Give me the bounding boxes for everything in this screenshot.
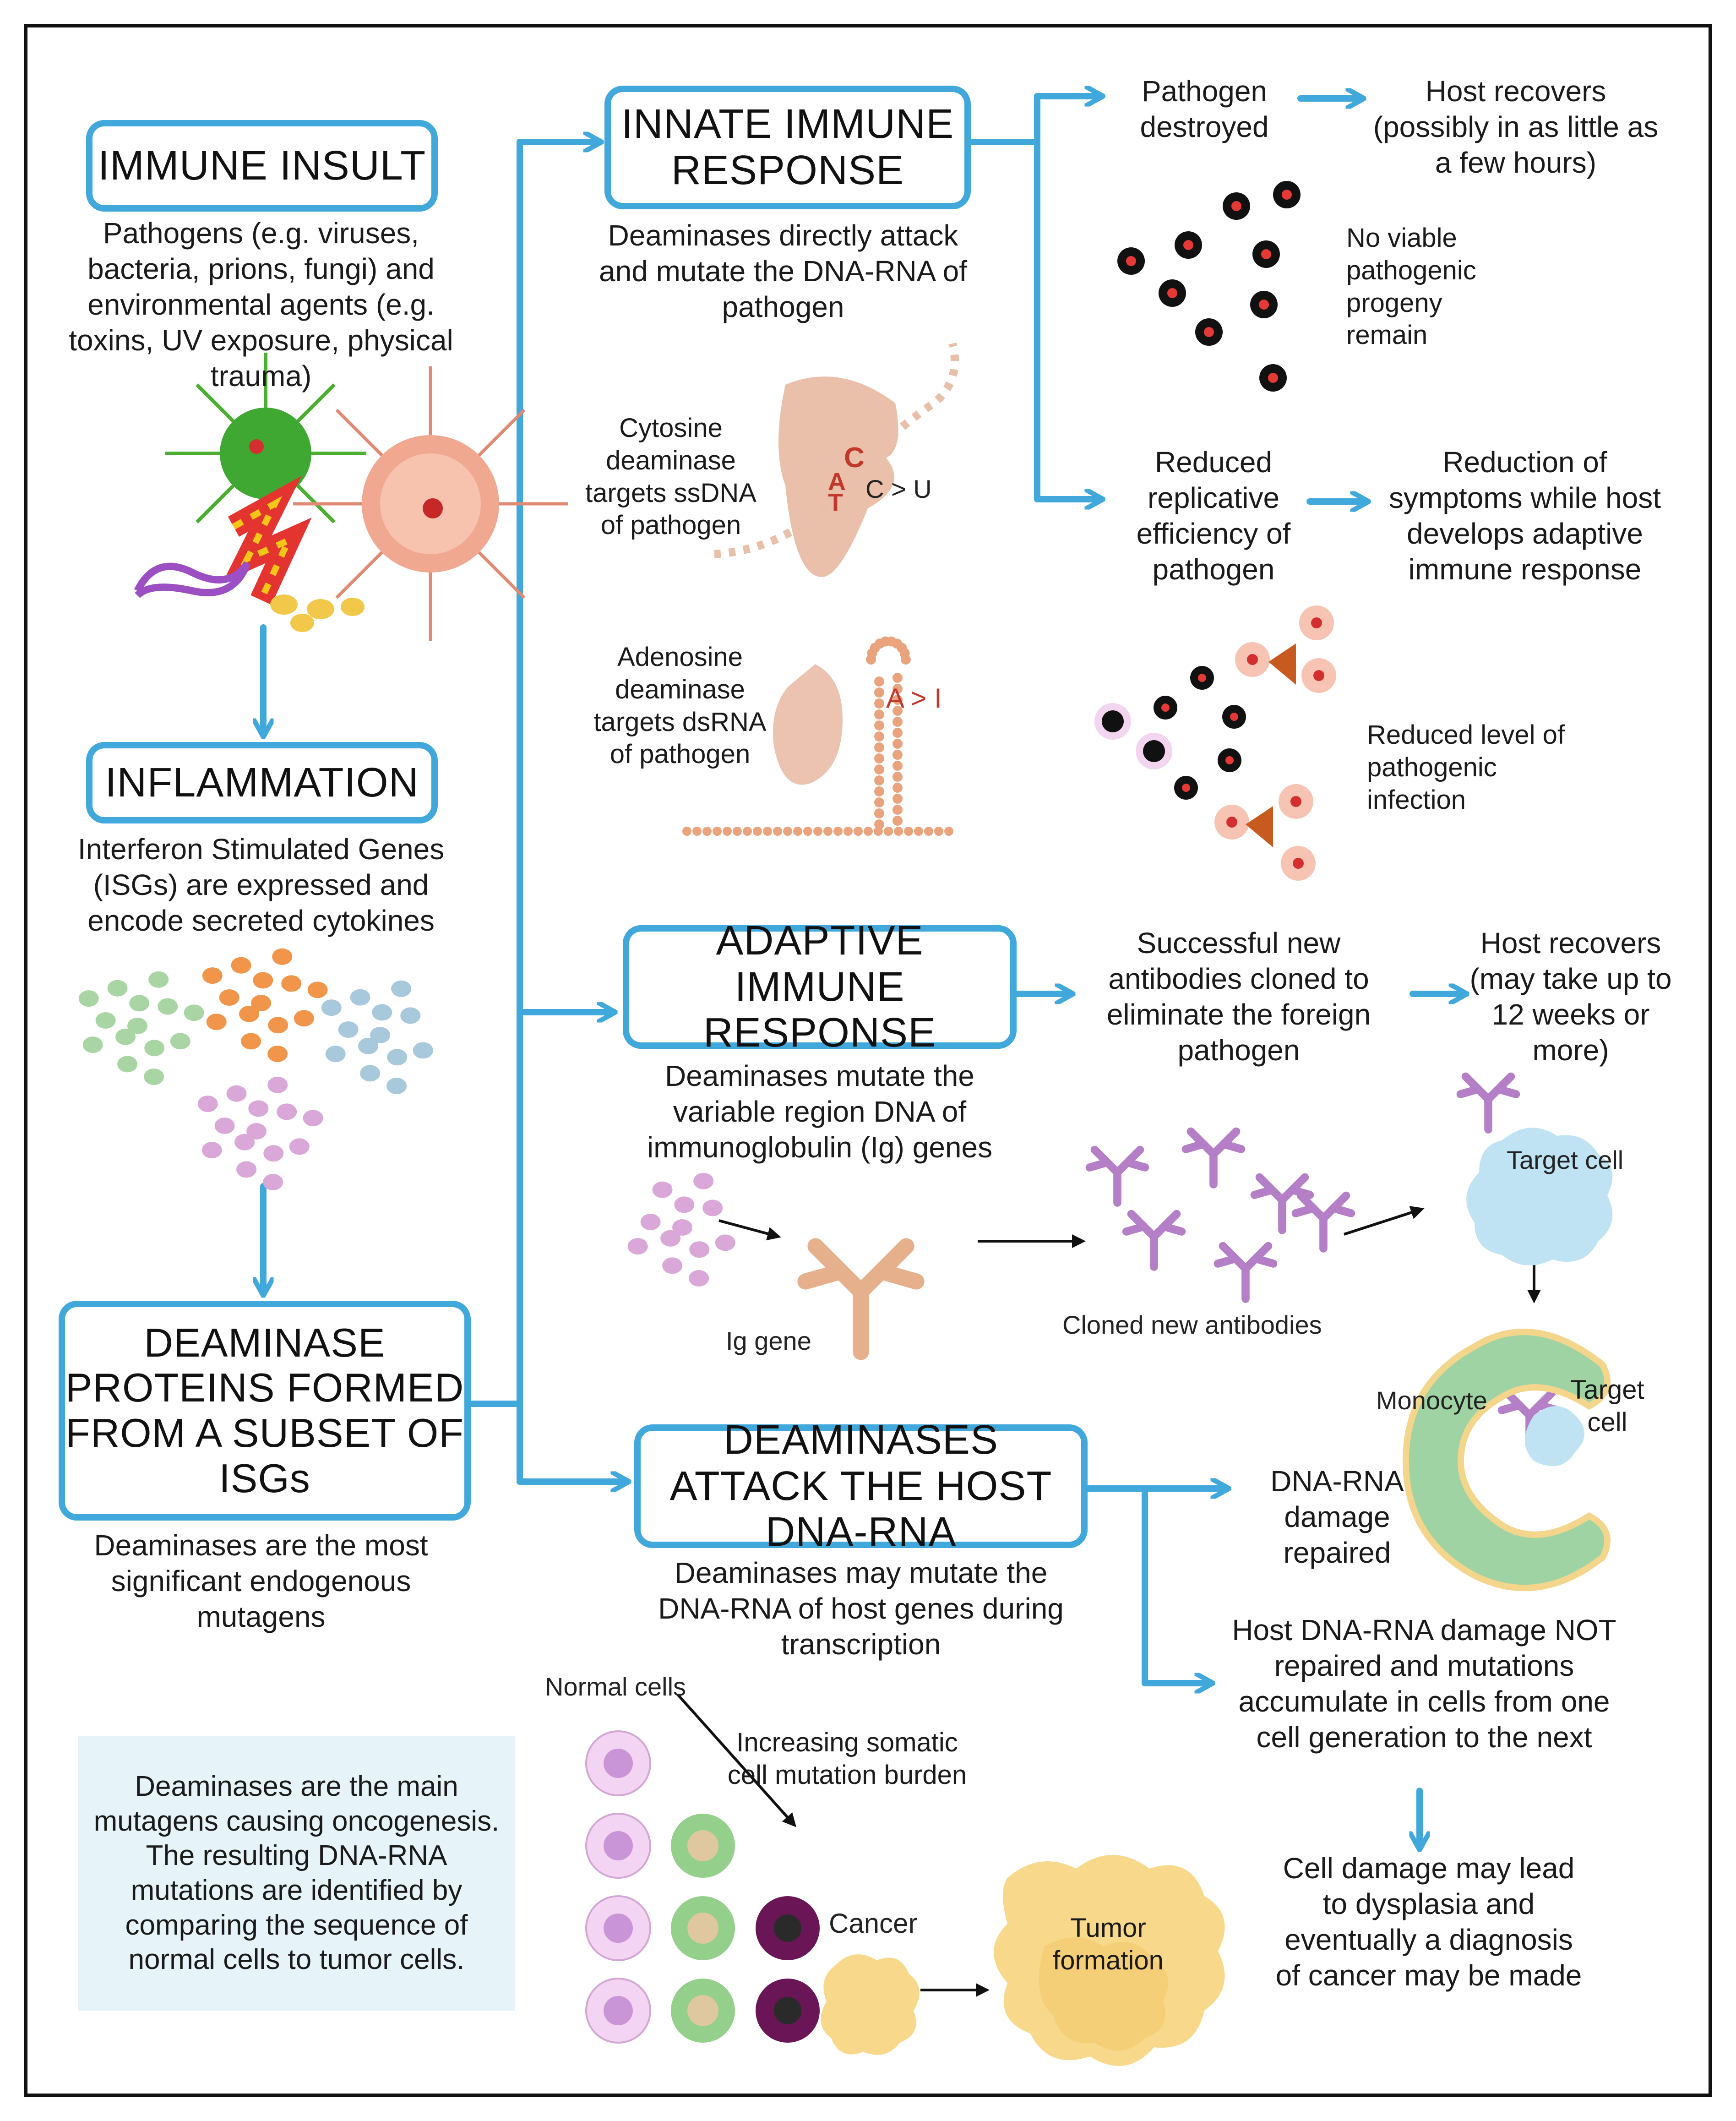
- mutated-base-c: C: [844, 442, 865, 474]
- reduced-replicative-text: Reduced replicative efficiency of pathog…: [1136, 446, 1291, 586]
- host-recovers-weeks-text: Host recovers (may take up to 12 weeks o…: [1469, 927, 1672, 1067]
- target-cell-label: Target cell: [1507, 1145, 1624, 1174]
- ssdna-icon: [714, 342, 959, 577]
- reduced-infection-icon: [1094, 605, 1336, 881]
- target-cell-icon: [1466, 1128, 1613, 1265]
- pathogen-destroyed-text: Pathogen destroyed: [1140, 75, 1269, 144]
- monocyte-icon: [1402, 1329, 1611, 1592]
- normal-cells-label: Normal cells: [545, 1672, 686, 1701]
- adaptive-immune-box: ADAPTIVE IMMUNE RESPONSE: [623, 918, 1017, 1056]
- attack-description: Deaminases may mutate the DNA-RNA of hos…: [658, 1556, 1064, 1661]
- tumor-icon: [821, 1855, 1225, 2066]
- base-a: A: [828, 468, 846, 496]
- pathogen-dot-icon: [1117, 181, 1301, 392]
- target-cell-in-monocyte-label: Target cell: [1570, 1375, 1644, 1437]
- cell-progression-grid: [585, 1730, 820, 2044]
- reduction-of-symptoms-text: Reduction of symptoms while host develop…: [1389, 446, 1661, 586]
- innate-branch: [970, 93, 1040, 502]
- ig-gene-label: Ig gene: [726, 1326, 811, 1355]
- immune-insult-box: IMMUNE INSULT: [86, 120, 438, 212]
- outer-frame: [24, 24, 1712, 2097]
- attack-branch: [1084, 1485, 1148, 1686]
- adaptive-description: Deaminases mutate the variable region DN…: [647, 1059, 993, 1164]
- deaminase-proteins-box: DEAMINASE PROTEINS FORMED FROM A SUBSET …: [59, 1301, 471, 1521]
- host-recovers-hours-text: Host recovers (possibly in as little as …: [1373, 75, 1659, 180]
- c-to-u-label: C > U: [865, 474, 932, 503]
- pathogens-description: Pathogens (e.g. viruses, bacteria, prion…: [69, 217, 453, 393]
- tumor-formation-label: Tumor formation: [1053, 1913, 1164, 1975]
- cytosine-label: Cytosine deaminase targets ssDNA of path…: [585, 413, 756, 540]
- innate-description: Deaminases directly attack and mutate th…: [599, 219, 967, 324]
- endogenous-description: Deaminases are the most significant endo…: [94, 1529, 428, 1634]
- damage-not-repaired-text: Host DNA-RNA damage NOT repaired and mut…: [1232, 1614, 1616, 1754]
- prion-icon: [134, 475, 365, 632]
- inflammation-box: INFLAMMATION: [86, 742, 438, 823]
- cytokine-cluster-icon: [78, 948, 735, 1287]
- antibody-icon: [797, 1072, 1562, 1450]
- adenosine-label: Adenosine deaminase targets dsRNA of pat…: [593, 642, 767, 769]
- oncogenesis-note: Deaminases are the main mutagens causing…: [78, 1736, 515, 2011]
- arrow-mutation-burden: [676, 1693, 797, 1827]
- isgs-description: Interferon Stimulated Genes (ISGs) are e…: [77, 833, 445, 938]
- a-to-i-label: A > I: [886, 683, 942, 714]
- cloned-antibodies-label: Cloned new antibodies: [1062, 1310, 1322, 1339]
- monocyte-label: Monocyte: [1376, 1386, 1487, 1415]
- base-t: T: [828, 489, 843, 516]
- bacteria-icon: [293, 366, 568, 641]
- damage-repaired-text: DNA-RNA damage repaired: [1270, 1465, 1404, 1570]
- arrow-cytokines-to-ig: [718, 1219, 781, 1241]
- innate-immune-box: INNATE IMMUNE RESPONSE: [604, 86, 971, 209]
- successful-antibodies-text: Successful new antibodies cloned to elim…: [1106, 927, 1371, 1067]
- reduced-level-text: Reduced level of pathogenic infection: [1367, 720, 1565, 815]
- arrow-cloned-to-target: [1344, 1206, 1425, 1236]
- oncogenesis-text: Deaminases are the main mutagens causing…: [93, 1771, 500, 1976]
- dysplasia-text: Cell damage may lead to dysplasia and ev…: [1275, 1852, 1582, 1992]
- somatic-burden-label: Increasing somatic cell mutation burden: [727, 1728, 967, 1790]
- no-viable-progeny-text: No viable pathogenic progeny remain: [1346, 223, 1476, 350]
- deaminases-attack-box: DEAMINASES ATTACK THE HOST DNA-RNA: [634, 1417, 1088, 1555]
- dsrna-icon: [682, 636, 953, 836]
- cancer-label: Cancer: [829, 1908, 918, 1939]
